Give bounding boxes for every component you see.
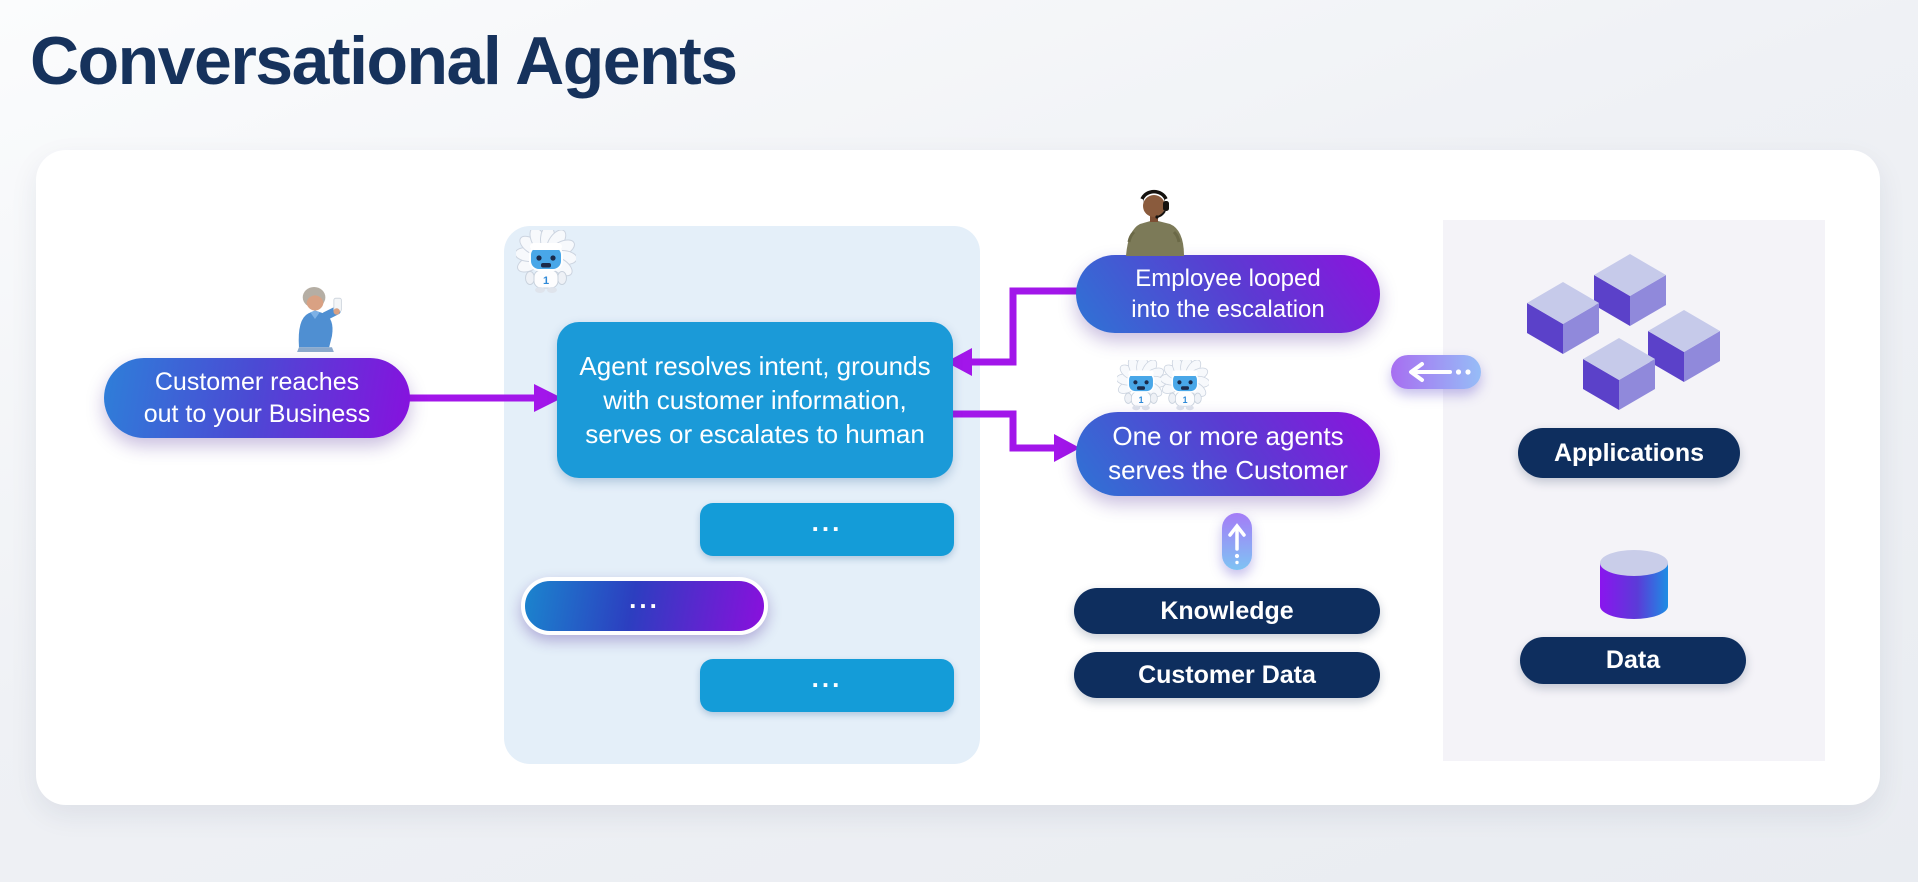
- data-cylinder-icon: [1600, 550, 1668, 619]
- applications-node: Applications: [1518, 428, 1740, 478]
- agent-message-node: Agent resolves intent, grounds with cust…: [557, 322, 953, 478]
- employee-node: Employee looped into the escalation: [1076, 255, 1380, 333]
- applications-cubes-icon: [1527, 254, 1720, 410]
- ellipsis-text: ...: [811, 507, 843, 537]
- grounding-up-arrow-icon: [1222, 513, 1252, 570]
- agents-node: One or more agents serves the Customer: [1076, 412, 1380, 496]
- ellipsis-text: ...: [629, 583, 660, 614]
- data-node: Data: [1520, 637, 1746, 684]
- chat-bubble-agent: ...: [700, 659, 954, 712]
- customer-data-node: Customer Data: [1074, 652, 1380, 698]
- customer-photo: [297, 286, 342, 352]
- agent-robots-pair-icon: [1117, 360, 1209, 411]
- customer-node: Customer reaches out to your Business: [104, 358, 410, 438]
- employee-photo: [1126, 189, 1184, 256]
- agentforce-robot-icon: [516, 230, 576, 294]
- chat-bubble-customer: ...: [521, 577, 768, 635]
- knowledge-node: Knowledge: [1074, 588, 1380, 634]
- chat-bubble-agent: ...: [700, 503, 954, 556]
- agentforce-robot-icon: [1161, 360, 1209, 411]
- retrieval-left-arrow-icon: [1391, 355, 1481, 389]
- page-title: Conversational Agents: [30, 23, 738, 99]
- agentforce-robot-icon: [1117, 360, 1165, 411]
- ellipsis-text: ...: [811, 663, 843, 693]
